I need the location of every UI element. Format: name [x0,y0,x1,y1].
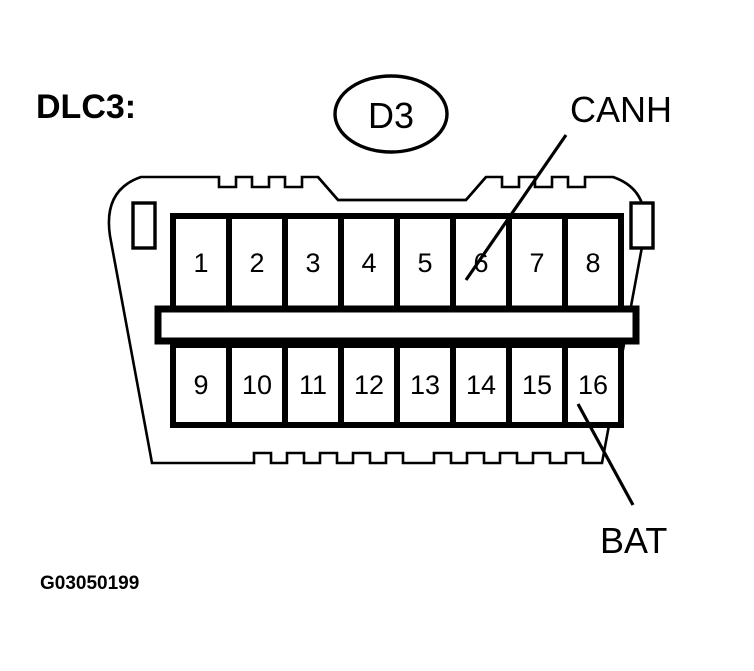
pin-cell [450,342,512,428]
pin-number: 5 [417,248,432,278]
pin-number: 1 [193,248,208,278]
callout-bat-label: BAT [600,520,667,561]
right-latch-tab [629,201,655,250]
pin-number: 13 [410,370,440,400]
reference-bubble-label: D3 [368,95,414,136]
pin-number: 9 [193,370,208,400]
pin-cell [394,342,456,428]
pin-number: 2 [249,248,264,278]
callout-canh: CANH [464,89,672,281]
figure-caption: G03050199 [40,573,139,594]
pin-number: 12 [354,370,384,400]
callout-bat: BAT [576,403,667,561]
reference-bubble: D3 [333,74,449,154]
left-latch-tab [131,201,157,250]
pin-cell [282,213,344,312]
pin-cell [226,342,288,428]
pin-number: 16 [578,370,608,400]
callout-canh-leader-line [464,134,568,281]
callout-bat-leader-line [576,403,635,506]
keyway-trapezoid [317,176,487,202]
pin-cell [338,342,400,428]
pin-number: 11 [299,370,327,400]
pin-number: 8 [585,248,600,278]
page-title: DLC3: [36,88,136,126]
pin-cell [506,342,568,428]
callout-canh-label: CANH [570,89,672,130]
pin-number: 14 [466,370,496,400]
center-divider-bar [154,305,640,345]
pin-number: 15 [522,370,552,400]
pin-cell [562,342,624,428]
pin-row-bottom: 9 10 11 12 13 14 15 16 [170,342,624,428]
pin-number: 4 [361,248,376,278]
pin-number: 10 [242,370,272,400]
pin-row-top: 1 2 3 4 5 6 7 8 [170,213,624,312]
reference-bubble-outline [333,74,449,154]
pin-number: 3 [305,248,320,278]
pin-number: 7 [529,248,544,278]
